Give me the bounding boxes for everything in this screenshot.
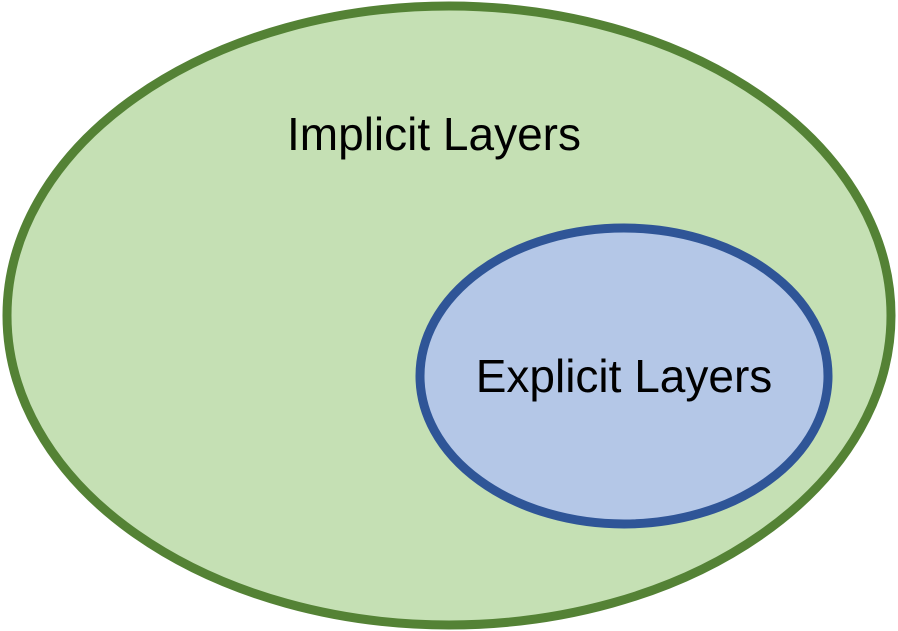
explicit-layers-label: Explicit Layers xyxy=(476,350,773,402)
explicit-layers-ellipse xyxy=(415,223,833,529)
implicit-layers-label: Implicit Layers xyxy=(287,108,581,160)
